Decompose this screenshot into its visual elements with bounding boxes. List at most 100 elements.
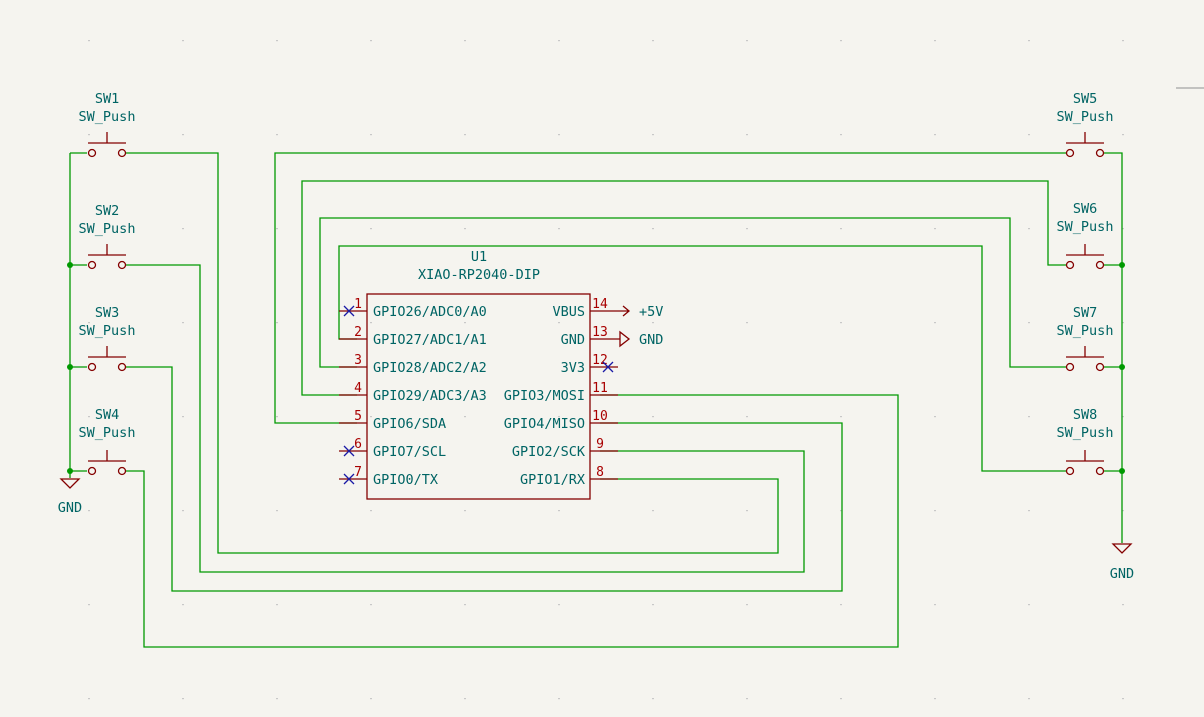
grid-dot xyxy=(370,134,372,136)
wire-sw3-gpio4[interactable] xyxy=(126,366,843,592)
junction-dot xyxy=(1119,468,1125,474)
wire-sw4-gpio3[interactable] xyxy=(126,394,899,648)
switch-sw6[interactable]: SW6 SW_Push xyxy=(1057,201,1114,270)
pin-number: 11 xyxy=(592,381,608,396)
grid-dot xyxy=(1122,604,1124,606)
switch-sw2[interactable]: SW2 SW_Push xyxy=(79,203,136,270)
grid-dot xyxy=(1028,40,1030,42)
power-label: GND xyxy=(58,500,82,516)
switch-sw8[interactable]: SW8 SW_Push xyxy=(1057,407,1114,476)
u1-xiao-rp2040[interactable]: U1 XIAO-RP2040-DIP 1 2 3 4 5 6 7 GPIO26/… xyxy=(339,249,618,500)
switch-actuator xyxy=(88,132,126,144)
switch-actuator xyxy=(1066,450,1104,462)
grid-dot xyxy=(276,510,278,512)
grid-dot xyxy=(934,698,936,700)
grid-dot xyxy=(88,228,90,230)
pin-name: VBUS xyxy=(552,304,585,320)
switch-sw5[interactable]: SW5 SW_Push xyxy=(1057,91,1114,158)
switch-contact xyxy=(1095,362,1105,372)
wire-sw5-gpio6[interactable] xyxy=(274,152,1066,424)
power-gnd-right[interactable]: GND xyxy=(1110,543,1134,582)
grid-dot xyxy=(88,40,90,42)
grid-dot xyxy=(1122,228,1124,230)
power-arrow-icon xyxy=(618,305,631,317)
grid-dot xyxy=(464,228,466,230)
switch-contact xyxy=(117,466,127,476)
wire-sw6-gpio29[interactable] xyxy=(301,180,1066,396)
pin-name: GPIO2/SCK xyxy=(512,444,586,460)
switch-contact xyxy=(117,362,127,372)
grid-dot xyxy=(652,698,654,700)
pin-number: 9 xyxy=(596,437,604,452)
no-connect-icon xyxy=(343,445,355,457)
pin-name: 3V3 xyxy=(561,360,585,376)
switch-contact xyxy=(1065,362,1075,372)
switch-sw1[interactable]: SW1 SW_Push xyxy=(79,91,136,158)
grid-dot xyxy=(652,134,654,136)
switch-contact xyxy=(117,148,127,158)
pin-number: 2 xyxy=(354,325,362,340)
switch-ref: SW3 xyxy=(95,305,119,321)
grid-dot xyxy=(840,510,842,512)
no-connect-icon xyxy=(602,361,614,373)
power-gnd-u1[interactable]: GND xyxy=(618,330,663,348)
pin-name: GPIO28/ADC2/A2 xyxy=(373,360,487,376)
switch-sw7[interactable]: SW7 SW_Push xyxy=(1057,305,1114,372)
grid-dot xyxy=(370,40,372,42)
switch-contact xyxy=(1065,148,1075,158)
grid-dot xyxy=(370,698,372,700)
grid-dot xyxy=(746,698,748,700)
grid-dot xyxy=(464,40,466,42)
grid-dot xyxy=(1028,416,1030,418)
switch-actuator xyxy=(88,244,126,256)
pin-name: GPIO3/MOSI xyxy=(504,388,585,404)
switch-ref: SW2 xyxy=(95,203,119,219)
switch-sw4[interactable]: SW4 SW_Push xyxy=(79,407,136,476)
switch-value: SW_Push xyxy=(1057,323,1114,339)
u1-right-pin-stubs xyxy=(590,310,618,480)
grid-dot xyxy=(652,322,654,324)
grid-dot xyxy=(934,228,936,230)
grid-dot xyxy=(652,228,654,230)
grid-dot xyxy=(1122,510,1124,512)
junctions xyxy=(67,262,1125,474)
wire-left-gnd-bus[interactable] xyxy=(69,152,87,478)
no-connect-icon xyxy=(343,473,355,485)
wire-sw7-gpio28[interactable] xyxy=(319,217,1066,368)
gnd-symbol-icon xyxy=(618,330,631,348)
grid-dot xyxy=(1122,698,1124,700)
grid-dot xyxy=(182,698,184,700)
grid-dot xyxy=(88,134,90,136)
power-5v[interactable]: +5V xyxy=(618,304,663,320)
grid-dot xyxy=(558,134,560,136)
switch-actuator xyxy=(88,346,126,358)
power-gnd-left[interactable]: GND xyxy=(58,478,82,516)
wire-sw2-gpio2[interactable] xyxy=(126,264,805,573)
grid-dot xyxy=(276,604,278,606)
grid-dot xyxy=(182,40,184,42)
wire-sw1-gpio1[interactable] xyxy=(126,152,779,554)
grid-dot xyxy=(464,604,466,606)
pin-number: 5 xyxy=(354,409,362,424)
grid-dot xyxy=(746,510,748,512)
switch-contact xyxy=(87,466,97,476)
grid-dot xyxy=(1028,510,1030,512)
pin-name: GPIO27/ADC1/A1 xyxy=(373,332,487,348)
switch-contact xyxy=(1065,260,1075,270)
grid-dot xyxy=(746,416,748,418)
grid-dot xyxy=(746,228,748,230)
grid-dot xyxy=(1028,134,1030,136)
grid-dot xyxy=(652,40,654,42)
grid-dot xyxy=(276,416,278,418)
grid-dot xyxy=(464,416,466,418)
grid-dot xyxy=(370,604,372,606)
pin-name: GND xyxy=(561,332,585,348)
grid-dot xyxy=(558,322,560,324)
wire-right-gnd-bus[interactable] xyxy=(1104,152,1123,543)
grid-dot xyxy=(1122,416,1124,418)
junction-dot xyxy=(67,262,73,268)
switch-actuator xyxy=(1066,244,1104,256)
switch-ref: SW1 xyxy=(95,91,119,107)
switch-sw3[interactable]: SW3 SW_Push xyxy=(79,305,136,372)
switch-contact xyxy=(117,260,127,270)
